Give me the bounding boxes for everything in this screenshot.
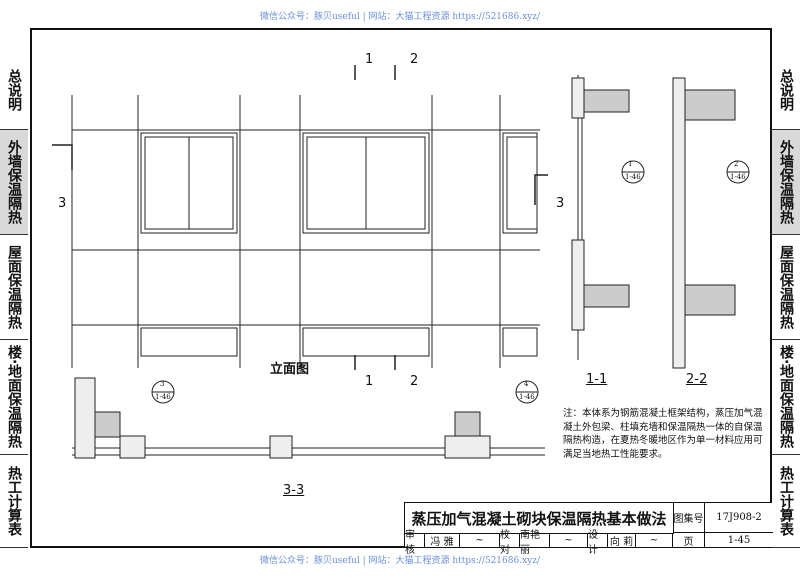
tab-label: 楼·地面保温隔热 <box>6 345 22 449</box>
detail-ref-2-num: 2 <box>734 160 739 168</box>
section-mark-2-top: 2 <box>410 52 419 67</box>
section-cut-lines <box>52 65 548 370</box>
tab-label: 外墙保温隔热 <box>778 140 794 224</box>
side-tab-general-right[interactable]: 总说明 <box>772 50 800 130</box>
side-tab-thermal-table[interactable]: 热工计算表 <box>0 455 28 548</box>
side-tab-floor-right[interactable]: 楼·地面保温隔热 <box>772 340 800 455</box>
side-tab-floor[interactable]: 楼·地面保温隔热 <box>0 340 28 455</box>
atlas-label: 图集号 <box>673 503 705 533</box>
elevation-grid <box>71 95 540 368</box>
wall-section-1-1 <box>571 75 630 360</box>
drawing-frame <box>30 28 772 548</box>
page-label: 页 <box>673 533 705 548</box>
side-tab-exterior-wall[interactable]: 外墙保温隔热 <box>0 130 28 235</box>
side-tab-roof-right[interactable]: 屋面保温隔热 <box>772 235 800 340</box>
windows <box>140 132 538 357</box>
elevation-label: 立面图 <box>270 362 310 377</box>
side-tab-general[interactable]: 总说明 <box>0 50 28 130</box>
plan-section-3-3 <box>72 377 545 459</box>
detail-ref-1-sheet: 1-46 <box>625 173 641 181</box>
detail-ref-4-sheet: 1-46 <box>519 393 535 401</box>
section-mark-2-bottom: 2 <box>410 374 419 389</box>
side-tab-roof[interactable]: 屋面保温隔热 <box>0 235 28 340</box>
page-number: 1-45 <box>727 535 751 546</box>
tab-label: 外墙保温隔热 <box>6 140 22 224</box>
designer: 向 莉 <box>608 533 636 548</box>
reviewer: 冯 雅 <box>425 533 460 548</box>
tab-label: 楼·地面保温隔热 <box>778 345 794 449</box>
tab-label: 屋面保温隔热 <box>6 245 22 329</box>
review-label: 审核 <box>405 530 425 556</box>
title-block: 蒸压加气混凝土砌块保温隔热基本做法 图集号 17J908-2 审核 冯 雅 ~ … <box>404 502 773 556</box>
side-tab-exterior-wall-right[interactable]: 外墙保温隔热 <box>772 130 800 235</box>
check-label: 校对 <box>500 530 520 556</box>
reviewer-signature: ~ <box>460 533 500 548</box>
drawing-title: 蒸压加气混凝土砌块保温隔热基本做法 <box>405 503 674 534</box>
designer-signature: ~ <box>636 533 673 548</box>
side-tab-thermal-table-right[interactable]: 热工计算表 <box>772 455 800 548</box>
detail-ref-1-num: 1 <box>628 160 633 168</box>
checker-signature: ~ <box>550 533 588 548</box>
section-mark-1-bottom: 1 <box>365 374 374 389</box>
section-mark-3-left: 3 <box>58 196 67 211</box>
section-title-3-3: 3-3 <box>283 483 305 498</box>
tab-label: 总说明 <box>778 68 794 111</box>
design-note: 注：本体系为钢筋混凝土框架结构，蒸压加气混凝土外包梁、柱填充墙和保温隔热一体的自… <box>563 408 763 460</box>
wall-section-2-2 <box>672 77 736 369</box>
section-mark-3-right: 3 <box>556 196 565 211</box>
atlas-number: 17J908-2 <box>705 503 773 533</box>
detail-ref-3-num: 3 <box>160 380 165 388</box>
tab-label: 总说明 <box>6 68 22 111</box>
tab-label: 热工计算表 <box>6 466 22 536</box>
section-title-1-1: 1-1 <box>586 372 608 387</box>
detail-circles <box>151 160 750 404</box>
detail-ref-3-sheet: 1-46 <box>155 393 171 401</box>
section-mark-1-top: 1 <box>365 52 374 67</box>
watermark-top: 微信公众号：豚贝useful | 网站：大猫工程资源 https://52168… <box>259 12 541 22</box>
design-label: 设计 <box>588 530 608 556</box>
section-title-2-2: 2-2 <box>686 372 708 387</box>
tab-label: 热工计算表 <box>778 466 794 536</box>
tab-label: 屋面保温隔热 <box>778 245 794 329</box>
detail-ref-4-num: 4 <box>524 380 529 388</box>
watermark-bottom: 微信公众号：豚贝useful | 网站：大猫工程资源 https://52168… <box>259 556 541 566</box>
detail-ref-2-sheet: 1-46 <box>730 173 746 181</box>
checker: 南艳丽 <box>520 530 550 556</box>
